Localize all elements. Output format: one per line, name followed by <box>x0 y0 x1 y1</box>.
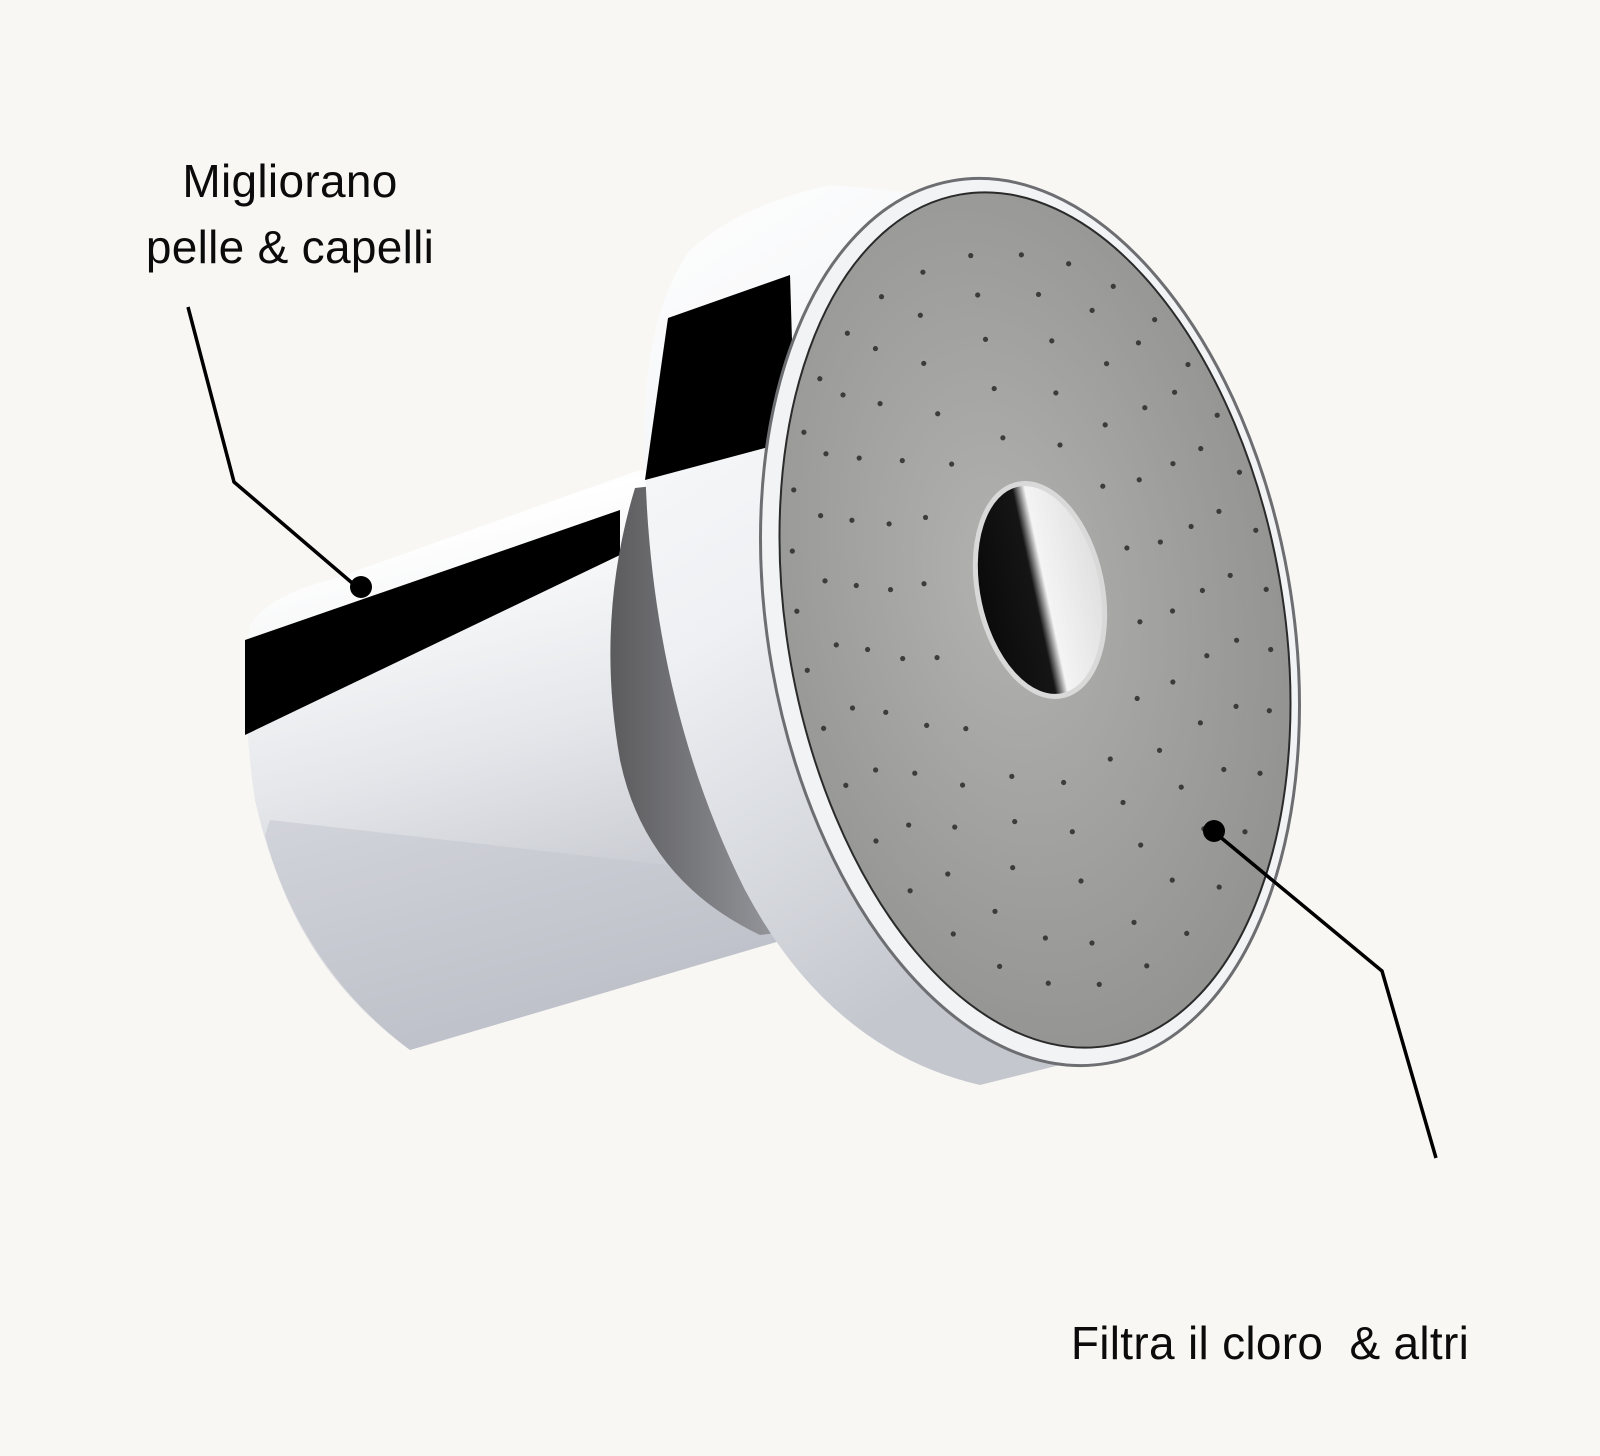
callout-filter: Filtra il cloro & altri contaminanti <box>1000 1178 1540 1456</box>
leader-line-filter <box>1203 820 1438 1159</box>
leader-line-skin-hair <box>186 306 372 598</box>
pointer-dot-icon <box>350 576 372 598</box>
callout-skin-hair-line-1: Migliorano <box>182 155 398 207</box>
callout-skin-hair: Migliorano pelle & capelli <box>100 148 480 280</box>
pointer-dot-icon <box>1203 820 1225 842</box>
callout-filter-line-1: Filtra il cloro & altri <box>1070 1317 1470 1369</box>
spray-face <box>778 191 1292 1049</box>
callout-skin-hair-line-2: pelle & capelli <box>145 221 435 273</box>
